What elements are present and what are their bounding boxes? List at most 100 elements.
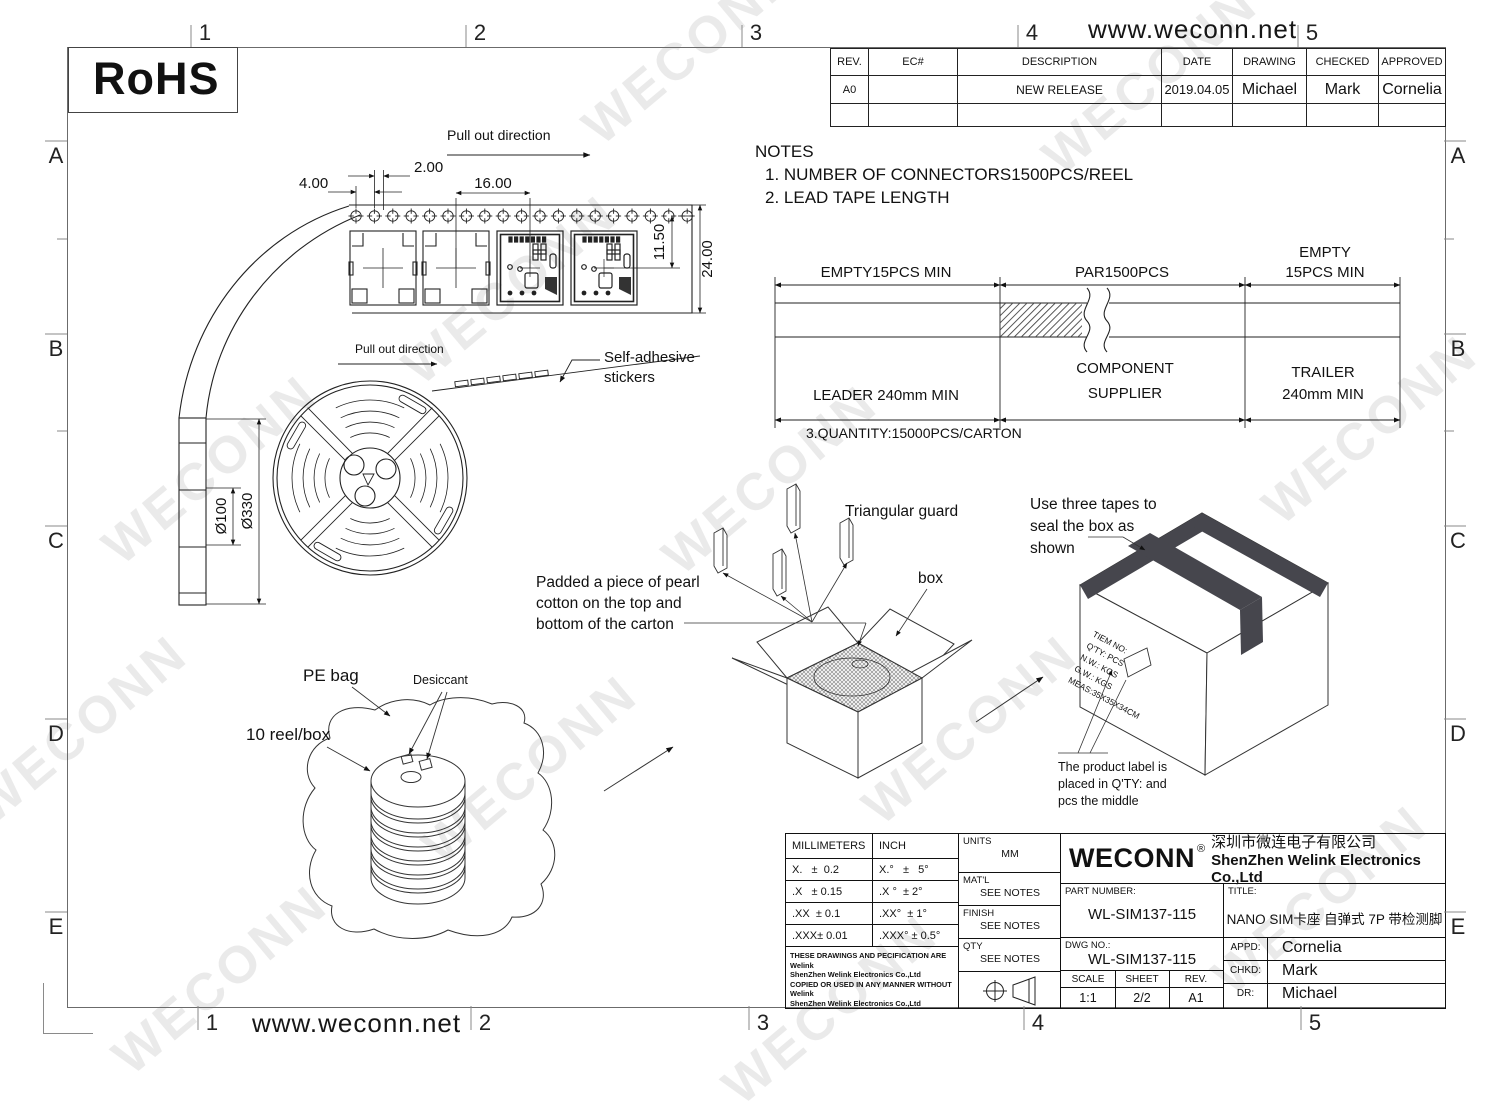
grid-row-label: B [48,336,64,361]
rev-header: REV. [831,49,869,76]
rev-header: CHECKED [1307,49,1379,76]
grid-col-label: 2 [473,20,487,45]
grid-col-label: 5 [1308,1010,1322,1035]
notes-block: NOTES 1. NUMBER OF CONNECTORS1500PCS/REE… [755,140,1133,209]
notes-heading: NOTES [755,142,814,161]
chkd-row: CHKD: Mark [1224,961,1445,984]
units-cell: UNITS MM [959,834,1061,873]
dwg-no-value: WL-SIM137-115 [1087,951,1197,968]
rev-header: DATE [1162,49,1233,76]
revision-table: REV. EC# DESCRIPTION DATE DRAWING CHECKE… [830,48,1446,127]
grid-row-label: B [1450,336,1466,361]
tol-cell: .XX ± 0.1 [786,903,873,925]
grid-col-label: 1 [198,20,212,45]
chkd-label: CHKD: [1229,965,1262,976]
tolerance-table: MILLIMETERS INCH X. ± 0.2 X.° ± 5° .X ± … [786,834,959,1008]
grid-row-label: C [1450,528,1466,553]
note-item: 1. NUMBER OF CONNECTORS1500PCS/REEL [765,165,1134,184]
units-value: MM [1001,848,1019,860]
grid-col-label: 3 [756,1010,770,1035]
appd-value: Cornelia [1282,939,1342,956]
dr-label: DR: [1236,988,1255,999]
note-item: 2. LEAD TAPE LENGTH [765,188,950,207]
matl-cell: MAT'L SEE NOTES [959,873,1061,906]
finish-label: FINISH [963,908,995,919]
grid-col-label: 4 [1025,20,1039,45]
grid-row-label: D [1450,721,1466,746]
weconn-logo: WECONN [1069,843,1195,873]
copyright-disclaimer: THESE DRAWINGS AND PECIFICATION ARE Weli… [786,947,959,1008]
tol-cell: .XXX° ± 0.5° [873,925,959,947]
rev-header: DESCRIPTION [958,49,1162,76]
tol-header-inch: INCH [873,834,959,859]
tol-header-mm: MILLIMETERS [786,834,873,859]
drawing-border [67,47,1446,1008]
rev-cell: Cornelia [1379,76,1445,104]
disclaimer-line: THESE DRAWINGS AND PECIFICATION ARE Weli… [790,951,947,970]
disclaimer-line: COPIED OR USED IN ANY MANNER WITHOUT Wel… [790,979,952,999]
matl-label: MAT'L [963,875,990,886]
projection-symbol-cell [959,972,1061,1008]
tol-cell: .X ± 0.15 [786,881,873,903]
rev-header: APPROVED [1379,49,1445,76]
website-url-top: www.weconn.net [1088,14,1298,44]
units-label: UNITS [963,836,992,847]
sheet-value: 2/2 [1115,987,1170,1008]
grid-col-label: 4 [1031,1010,1045,1035]
title-label: TITLE: [1228,886,1257,897]
title-cell: TITLE: NANO SIM卡座 自弹式 7P 带检测脚 [1224,884,1445,938]
rev-cell: NEW RELEASE [958,76,1162,104]
chkd-value: Mark [1282,962,1318,979]
company-name-cn: 深圳市微连电子有限公司 [1211,834,1377,851]
rev-label: REV. [1169,971,1223,988]
qty-label: QTY [963,941,983,952]
tol-cell: X. ± 0.2 [786,859,873,881]
company-name-en: ShenZhen Welink Electronics Co.,Ltd [1211,852,1421,886]
disclaimer-line: ShenZhen Welink Electronics Co.,Ltd [790,970,921,979]
rev-cell: A0 [831,76,869,104]
disclaimer-line: ShenZhen Welink Electronics Co.,Ltd [790,998,921,1008]
dwg-no-label: DWG NO.: [1065,940,1111,951]
grid-col-label: 2 [478,1010,492,1035]
grid-row-label: C [48,528,64,553]
sheet-label: SHEET [1115,971,1170,988]
part-number-value: WL-SIM137-115 [1087,906,1197,923]
dr-row: DR: Michael [1224,984,1445,1008]
grid-col-label: 3 [749,20,763,45]
scale-value: 1:1 [1061,987,1116,1008]
rev-cell: Mark [1307,76,1379,104]
tol-cell: .XX° ± 1° [873,903,959,925]
registered-mark: ® [1197,842,1206,855]
finish-value: SEE NOTES [979,920,1041,932]
part-number-cell: PART NUMBER: WL-SIM137-115 [1061,884,1224,938]
grid-col-label: 5 [1305,20,1319,45]
grid-row-label: E [1450,914,1466,939]
grid-row-label: A [48,143,64,168]
rev-value: A1 [1188,990,1204,1005]
company-header: WECONN ® 深圳市微连电子有限公司 ShenZhen Welink Ele… [1061,834,1445,886]
corner-crop-mark [43,1033,93,1034]
rohs-badge: RoHS [68,47,238,113]
rev-header: DRAWING [1233,49,1307,76]
appd-label: APPD: [1230,942,1261,953]
tol-cell: X.° ± 5° [873,859,959,881]
company-column: WECONN ® 深圳市微连电子有限公司 ShenZhen Welink Ele… [1061,834,1445,1008]
grid-row-label: E [48,914,64,939]
finish-cell: FINISH SEE NOTES [959,906,1061,939]
qty-cell: QTY SEE NOTES [959,939,1061,972]
rev-cell: Michael [1233,76,1307,104]
scale-sheet-rev: SCALE SHEET REV. 1:1 2/2 A1 [1061,971,1224,1008]
website-url-bottom: www.weconn.net [252,1008,462,1038]
grid-col-label: 1 [205,1010,219,1035]
rev-cell [869,76,958,104]
grid-row-label: D [48,721,64,746]
title-block: MILLIMETERS INCH X. ± 0.2 X.° ± 5° .X ± … [785,833,1446,1009]
tol-cell: .XXX± 0.01 [786,925,873,947]
matl-value: SEE NOTES [979,887,1041,899]
qty-value: SEE NOTES [979,953,1041,965]
spec-column: UNITS MM MAT'L SEE NOTES FINISH SEE NOTE… [959,834,1061,1008]
corner-crop-mark [43,983,44,1033]
dwg-no-cell: DWG NO.: WL-SIM137-115 [1061,938,1224,971]
appd-row: APPD: Cornelia [1224,938,1445,961]
